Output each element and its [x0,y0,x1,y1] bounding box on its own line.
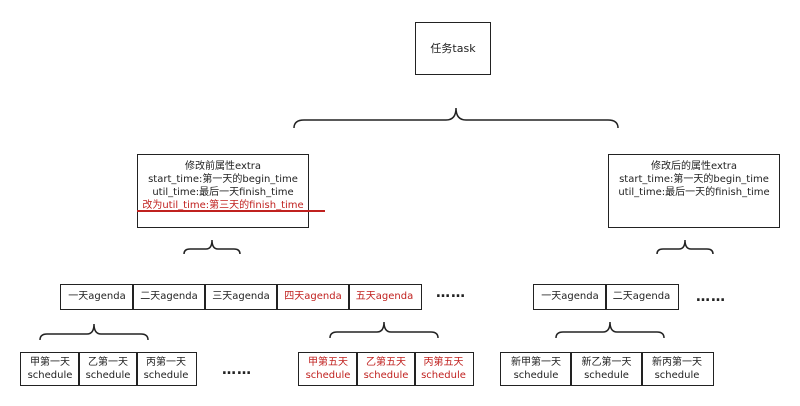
agenda5-brace [329,321,439,339]
top-brace [293,107,619,129]
schedule-cell: 甲第一天 schedule [27,356,73,381]
after-extra-title: 修改后的属性extra [650,161,738,172]
after-extra-line2: util_time:最后一天的finish_time [618,187,770,198]
after-extra-brace [656,239,714,255]
agenda-cell-highlight: 四天agenda [284,291,342,302]
agenda-cell: 一天agenda [541,291,599,302]
agenda-row-right: 一天agenda 二天agenda [533,284,679,310]
agenda-right-brace [555,321,665,339]
agenda-row-left: 一天agenda 二天agenda 三天agenda 四天agenda 五天ag… [60,284,422,310]
schedule-cell-highlight: 丙第五天 schedule [421,356,466,381]
agenda-cell: 三天agenda [212,291,270,302]
schedule-cell: 新甲第一天 schedule [511,356,561,381]
agenda1-brace [39,323,149,341]
before-extra-line3: 改为util_time:第三天的finish_time [142,200,304,211]
after-extra-box: 修改后的属性extra start_time:第一天的begin_time ut… [608,154,780,228]
before-extra-title: 修改前属性extra [184,161,262,172]
task-label: 任务task [430,42,476,55]
before-extra-box: 修改前属性extra start_time:第一天的begin_time uti… [137,154,309,228]
schedule-cell: 丙第一天 schedule [143,356,189,381]
schedule-row-mid: 甲第五天 schedule 乙第五天 schedule 丙第五天 schedul… [298,352,474,386]
schedule-cell: 新乙第一天 schedule [581,356,632,381]
agenda-ellipsis-right: …… [696,289,726,305]
agenda-cell: 一天agenda [68,291,126,302]
agenda-cell: 二天agenda [612,291,671,302]
schedule-ellipsis: …… [222,362,252,378]
task-node: 任务task [415,22,491,75]
schedule-row-right: 新甲第一天 schedule 新乙第一天 schedule 新丙第一天 sche… [500,352,714,386]
schedule-cell-highlight: 甲第五天 schedule [305,356,351,381]
schedule-cell: 新丙第一天 schedule [652,356,702,381]
agenda-cell: 二天agenda [140,291,198,302]
before-extra-line2: util_time:最后一天finish_time [152,187,294,198]
agenda-cell-highlight: 五天agenda [355,291,414,302]
before-extra-line1: start_time:第一天的begin_time [148,174,298,185]
schedule-cell-highlight: 乙第五天 schedule [363,356,409,381]
schedule-row-left: 甲第一天 schedule 乙第一天 schedule 丙第一天 schedul… [20,352,197,386]
red-underline [137,210,325,212]
before-extra-brace [183,239,241,255]
schedule-cell: 乙第一天 schedule [85,356,131,381]
agenda-ellipsis-left: …… [436,285,466,301]
after-extra-line1: start_time:第一天的begin_time [619,174,769,185]
